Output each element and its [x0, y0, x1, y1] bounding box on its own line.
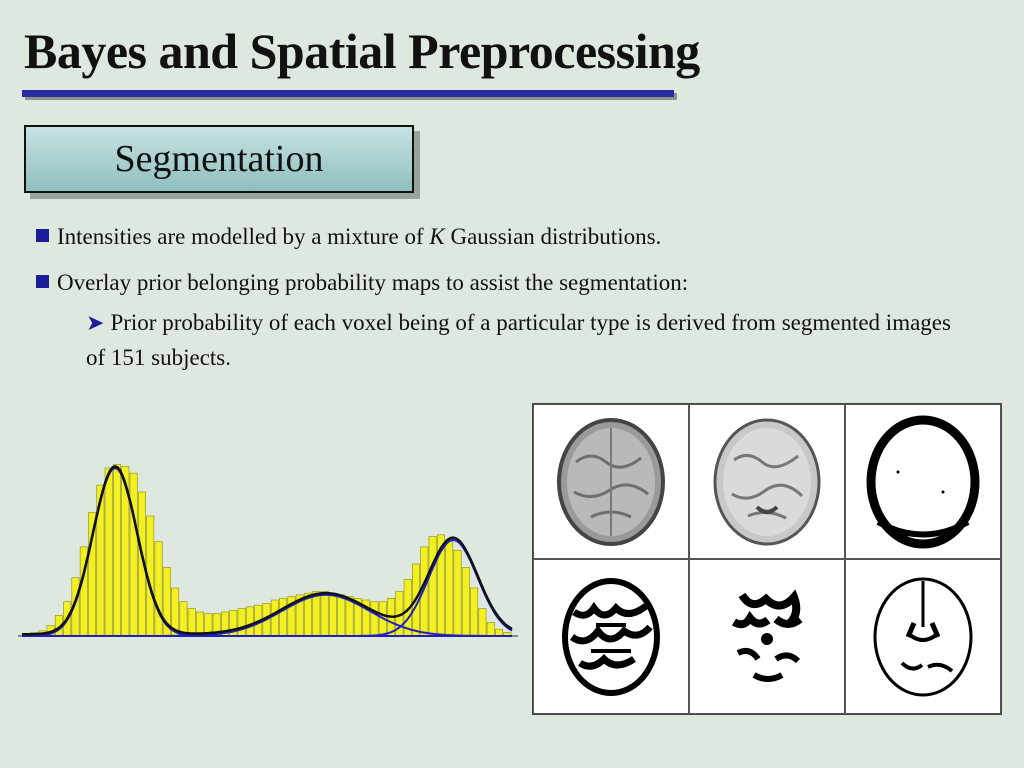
bullet-priors: Overlay prior belonging probability maps…: [36, 270, 688, 296]
histogram-bar: [495, 628, 503, 637]
histogram-bar: [320, 591, 329, 637]
histogram-bar: [486, 621, 495, 637]
histogram-bar: [154, 541, 163, 637]
bullet-1-post: Gaussian distributions.: [444, 224, 662, 249]
histogram-bar: [370, 601, 379, 637]
histogram-bar: [279, 597, 288, 637]
bullet-mixture: Intensities are modelled by a mixture of…: [36, 224, 661, 250]
intensity-histogram: [18, 464, 518, 637]
histogram-bar: [445, 539, 454, 637]
histogram-bar: [270, 599, 279, 637]
arrow-bullet-icon: ➤: [86, 310, 105, 335]
skull-scalp-map: [866, 415, 980, 548]
sub-bullet-text: Prior probability of each voxel being of…: [86, 310, 951, 370]
histogram-bar: [245, 606, 254, 637]
brain-t1-slice-enhanced: [713, 418, 821, 545]
square-bullet-icon: [36, 275, 49, 288]
image-cell: [689, 559, 845, 714]
histogram-bar: [478, 608, 487, 637]
histogram-bar: [337, 594, 346, 637]
image-cell: [845, 559, 1001, 714]
image-cell: [533, 404, 689, 559]
histogram-bar: [187, 608, 196, 637]
image-cell: [845, 404, 1001, 559]
image-cell: [689, 404, 845, 559]
title-underline: [22, 90, 674, 97]
histogram-bar: [113, 464, 121, 637]
histogram-bar: [129, 472, 138, 637]
sub-bullet: ➤Prior probability of each voxel being o…: [86, 305, 966, 375]
image-cell: [533, 559, 689, 714]
bullet-1-k: K: [429, 224, 445, 249]
prior-maps-grid: [532, 403, 1002, 715]
bullet-2-text: Overlay prior belonging probability maps…: [57, 270, 689, 295]
histogram-bar: [237, 608, 246, 637]
histogram-bar: [312, 591, 321, 637]
slide-title: Bayes and Spatial Preprocessing: [24, 23, 700, 79]
csf-map: [873, 577, 973, 696]
gaussian-component-3: [22, 538, 513, 637]
brain-t1-slice: [557, 417, 665, 546]
bullet-1-pre: Intensities are modelled by a mixture of: [57, 224, 430, 249]
white-matter-map: [731, 588, 803, 682]
histogram-bar: [104, 467, 113, 637]
histogram-bar: [328, 592, 337, 637]
section-label: Segmentation: [114, 138, 324, 180]
section-box: Segmentation: [24, 125, 414, 193]
square-bullet-icon: [36, 229, 49, 242]
histogram-bar: [470, 587, 479, 637]
histogram-bar: [453, 549, 462, 637]
histogram-bar: [461, 567, 470, 637]
grey-matter-map: [562, 577, 660, 696]
histogram-bar: [428, 536, 437, 637]
mixture-curve: [21, 464, 513, 636]
